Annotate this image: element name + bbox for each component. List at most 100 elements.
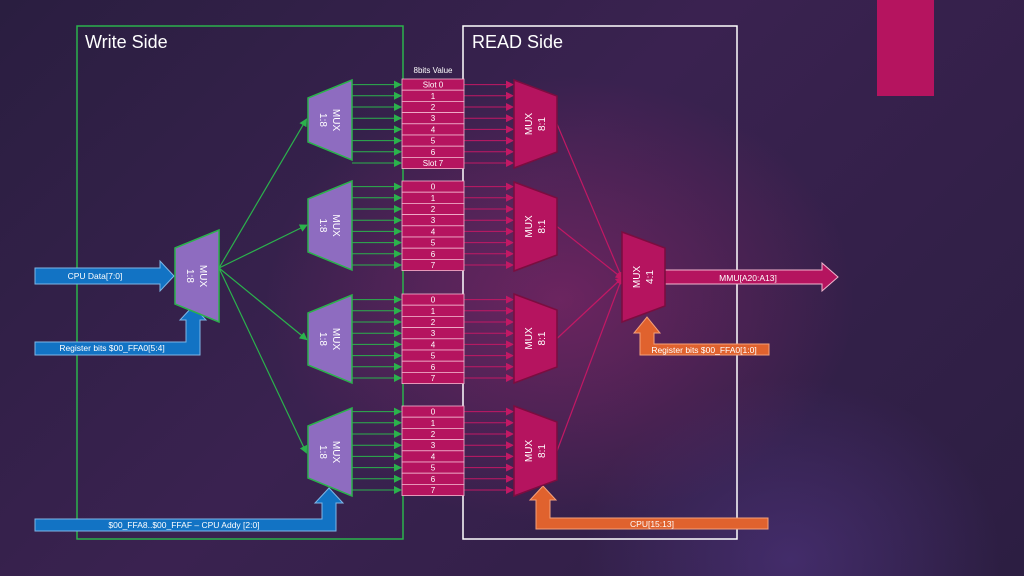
slot-label: 2 xyxy=(431,103,436,112)
bank-to-final-line xyxy=(556,276,624,339)
read-mux-8to1 xyxy=(513,78,558,170)
slot-label: 2 xyxy=(431,318,436,327)
register-read-label: Register bits $00_FFA0[1:0] xyxy=(651,345,756,355)
slot-label: 4 xyxy=(431,340,436,349)
write-side-title: Write Side xyxy=(85,32,168,52)
demux-to-bank-line xyxy=(218,118,308,269)
demux-to-bank-line xyxy=(218,267,308,454)
slot-label: 1 xyxy=(431,419,436,428)
register-read-arrow xyxy=(632,316,770,356)
mux-label-ratio: 8:1 xyxy=(537,219,548,233)
mux-label-name: MUX xyxy=(197,265,208,288)
mmu-output-arrow xyxy=(664,261,839,293)
slot-label: 1 xyxy=(431,307,436,316)
mux-label-name: MUX xyxy=(524,440,535,463)
slot-label: 1 xyxy=(431,92,436,101)
slot-label: 5 xyxy=(431,239,436,248)
bank-to-final-line xyxy=(556,123,624,280)
slot-label: 3 xyxy=(431,441,436,450)
slot-label: 4 xyxy=(431,452,436,461)
slot-label: 0 xyxy=(431,408,436,417)
demux-to-bank-line xyxy=(218,224,308,269)
final-mux-4to1 xyxy=(621,230,666,324)
slot-label: 4 xyxy=(431,227,436,236)
slot-label: 7 xyxy=(431,261,436,270)
write-mux-1to8 xyxy=(307,78,353,162)
mux-label-ratio: 4:1 xyxy=(645,270,656,284)
register-write-label: Register bits $00_FFA0[5:4] xyxy=(59,343,164,353)
mux-label-ratio: 1:8 xyxy=(317,332,328,346)
slot-label: 3 xyxy=(431,216,436,225)
mux-label-name: MUX xyxy=(524,327,535,350)
cpu-addy-arrow xyxy=(34,487,345,532)
mux-label-ratio: 1:8 xyxy=(317,445,328,459)
main-demux-1to8 xyxy=(174,228,220,324)
write-mux-1to8 xyxy=(307,406,353,498)
mux-label-name: MUX xyxy=(330,328,341,351)
slot-label: 1 xyxy=(431,194,436,203)
mux-label-ratio: 8:1 xyxy=(537,444,548,458)
mux-label-ratio: 1:8 xyxy=(317,219,328,233)
slot-label: Slot 7 xyxy=(423,159,444,168)
slot-label: 0 xyxy=(431,183,436,192)
slot-label: 6 xyxy=(431,475,436,484)
mmu-output-label: MMU[A20:A13] xyxy=(719,273,777,283)
register-slot xyxy=(401,483,465,496)
read-mux-8to1 xyxy=(513,180,558,273)
mux-label-ratio: 8:1 xyxy=(537,117,548,131)
read-mux-8to1 xyxy=(513,404,558,498)
read-mux-8to1 xyxy=(513,292,558,385)
slot-label: 3 xyxy=(431,114,436,123)
mux-label-name: MUX xyxy=(330,214,341,237)
slot-label: 3 xyxy=(431,329,436,338)
cpu-addy-label: $00_FFA8..$00_FFAF – CPU Addy [2:0] xyxy=(108,520,259,530)
slot-label: 0 xyxy=(431,296,436,305)
cpu-read-label: CPU[15:13] xyxy=(630,519,674,529)
slot-label: 2 xyxy=(431,430,436,439)
register-slot xyxy=(401,371,465,384)
demux-to-bank-line xyxy=(218,267,308,341)
mux-label-name: MUX xyxy=(524,215,535,238)
mux-label-ratio: 1:8 xyxy=(184,269,195,283)
bank-to-final-line xyxy=(556,226,624,280)
read-side-title: READ Side xyxy=(472,32,563,52)
slot-label: 2 xyxy=(431,205,436,214)
mux-label-ratio: 8:1 xyxy=(537,331,548,345)
slot-label: 7 xyxy=(431,486,436,495)
slot-label: 5 xyxy=(431,464,436,473)
slot-label: 5 xyxy=(431,352,436,361)
slot-label: 6 xyxy=(431,363,436,372)
write-mux-1to8 xyxy=(307,293,353,385)
register-slot xyxy=(401,258,465,271)
write-mux-1to8 xyxy=(307,179,353,272)
mux-label-name: MUX xyxy=(632,266,643,289)
slot-label: 6 xyxy=(431,148,436,157)
register-slot xyxy=(401,156,465,169)
cpu-data-arrow xyxy=(34,259,175,293)
accent-block xyxy=(877,0,934,96)
mux-label-name: MUX xyxy=(524,113,535,136)
mux-label-name: MUX xyxy=(330,109,341,132)
mux-label-name: MUX xyxy=(330,441,341,464)
slot-label: 5 xyxy=(431,137,436,146)
cpu-data-label: CPU Data[7:0] xyxy=(68,271,123,281)
cpu-read-arrow xyxy=(528,485,769,530)
slot-label: 4 xyxy=(431,125,436,134)
slot-label: Slot 0 xyxy=(423,81,444,90)
bank-to-final-line xyxy=(556,276,624,452)
slot-value-label: 8bits Value xyxy=(414,66,454,75)
mux-label-ratio: 1:8 xyxy=(317,113,328,127)
slot-label: 7 xyxy=(431,374,436,383)
slot-label: 6 xyxy=(431,250,436,259)
